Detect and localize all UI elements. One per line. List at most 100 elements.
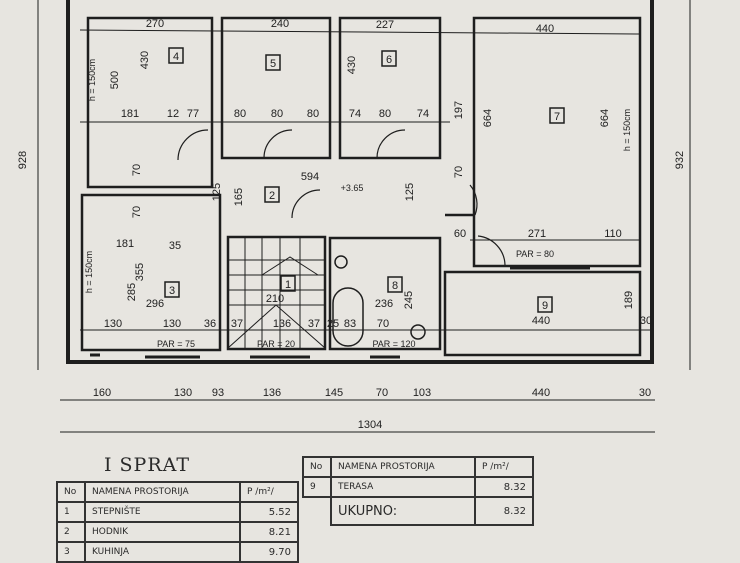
cell-name: STEPNIŠTE (84, 501, 241, 523)
dimension-label: 70 (131, 164, 143, 176)
table-header: No NAMENA PROSTORIJA P /m²/ (302, 456, 534, 478)
dimension-label: 70 (377, 318, 389, 330)
room-number: 7 (554, 111, 560, 123)
dimension-label: 430 (139, 51, 151, 69)
dimension-label: 37 (231, 318, 243, 330)
dimension-label: 271 (528, 228, 546, 240)
col-area: P /m²/ (474, 456, 534, 478)
col-no: No (302, 456, 332, 478)
dimension-label: 77 (187, 108, 199, 120)
dimension-label: 130 (104, 318, 122, 330)
room-number: 5 (270, 58, 276, 70)
dimension-label: 130 (163, 318, 181, 330)
plan-note: +3.65 (341, 183, 364, 193)
room-number: 1 (285, 279, 291, 291)
room-tag-box (164, 281, 180, 298)
plan-note: PAR = 120 (372, 339, 415, 349)
cell-no: 1 (56, 501, 86, 523)
total-value: 8.32 (474, 496, 534, 526)
dimension-label: 125 (211, 183, 223, 201)
dimension-label: 296 (146, 298, 164, 310)
bottom-dimension-label: 130 (174, 387, 192, 399)
dimension-label: 928 (17, 151, 29, 169)
cell-area: 9.70 (239, 541, 299, 563)
dimension-label: 30 (640, 315, 652, 327)
dimension-label: 12 (167, 108, 179, 120)
total-width-label: 1304 (358, 419, 382, 431)
dimension-label: 664 (482, 109, 494, 127)
dimension-label: 210 (266, 293, 284, 305)
plan-note: PAR = 80 (516, 249, 554, 259)
total-row: UKUPNO:8.32 (303, 496, 534, 526)
bottom-dimension-label: 160 (93, 387, 111, 399)
floor-title: I SPRAT (104, 454, 191, 476)
cell-name: TERASA (330, 476, 476, 498)
dimension-label: 74 (417, 108, 429, 120)
dimension-label: 37 (308, 318, 320, 330)
plan-note: PAR = 75 (157, 339, 195, 349)
bottom-dimension-label: 440 (532, 387, 550, 399)
cell-area: 8.32 (474, 476, 534, 498)
dimension-label: 125 (404, 183, 416, 201)
dimension-label: 440 (532, 315, 550, 327)
dimension-label: 165 (233, 188, 245, 206)
dimension-label: 197 (453, 101, 465, 119)
dimension-label: 932 (674, 151, 686, 169)
dimension-label: 270 (146, 18, 164, 30)
plan-note: h = 150cm (87, 59, 97, 101)
dimension-label: 70 (453, 166, 465, 178)
dimension-label: 70 (131, 206, 143, 218)
cell-no: 2 (56, 521, 86, 543)
bottom-dimension-label: 30 (639, 387, 651, 399)
room-tag-box (381, 50, 397, 67)
dimension-label: 500 (109, 71, 121, 89)
dimension-label: 430 (346, 56, 358, 74)
dimension-label: 83 (344, 318, 356, 330)
dimension-label: 245 (403, 291, 415, 309)
dimension-label: 25 (327, 318, 339, 330)
col-area: P /m²/ (239, 481, 299, 503)
cell-no: 3 (56, 541, 86, 563)
plan-note: h = 150cm (622, 109, 632, 151)
dimension-label: 35 (169, 240, 181, 252)
dimension-label: 36 (204, 318, 216, 330)
room-tag-box (537, 296, 553, 313)
room-tag-box (265, 54, 281, 71)
walls (37, 0, 691, 433)
dimension-label: 181 (121, 108, 139, 120)
cell-area: 8.21 (239, 521, 299, 543)
room-tag-box (168, 47, 184, 64)
cell-no: 9 (302, 476, 332, 498)
bottom-dimension-label: 103 (413, 387, 431, 399)
empty-cell (303, 497, 331, 525)
dimension-label: 440 (536, 23, 554, 35)
dimension-label: 110 (604, 228, 622, 240)
dimension-label: 74 (349, 108, 361, 120)
dimension-label: 80 (271, 108, 283, 120)
room-number: 4 (173, 51, 179, 63)
dimension-label: 236 (375, 298, 393, 310)
room-number: 8 (392, 280, 398, 292)
col-name: NAMENA PROSTORIJA (330, 456, 476, 478)
plan-note: h = 150cm (84, 251, 94, 293)
plan-note: PAR = 20 (257, 339, 295, 349)
col-name: NAMENA PROSTORIJA (84, 481, 241, 503)
dimension-label: 181 (116, 238, 134, 250)
room-number: 2 (269, 190, 275, 202)
col-no: No (56, 481, 86, 503)
dimension-label: 355 (134, 263, 146, 281)
dimension-label: 80 (379, 108, 391, 120)
dimension-label: 240 (271, 18, 289, 30)
dimension-label: 594 (301, 171, 319, 183)
dimension-label: 285 (126, 283, 138, 301)
bottom-dimension-label: 70 (376, 387, 388, 399)
cell-name: KUHINJA (84, 541, 241, 563)
